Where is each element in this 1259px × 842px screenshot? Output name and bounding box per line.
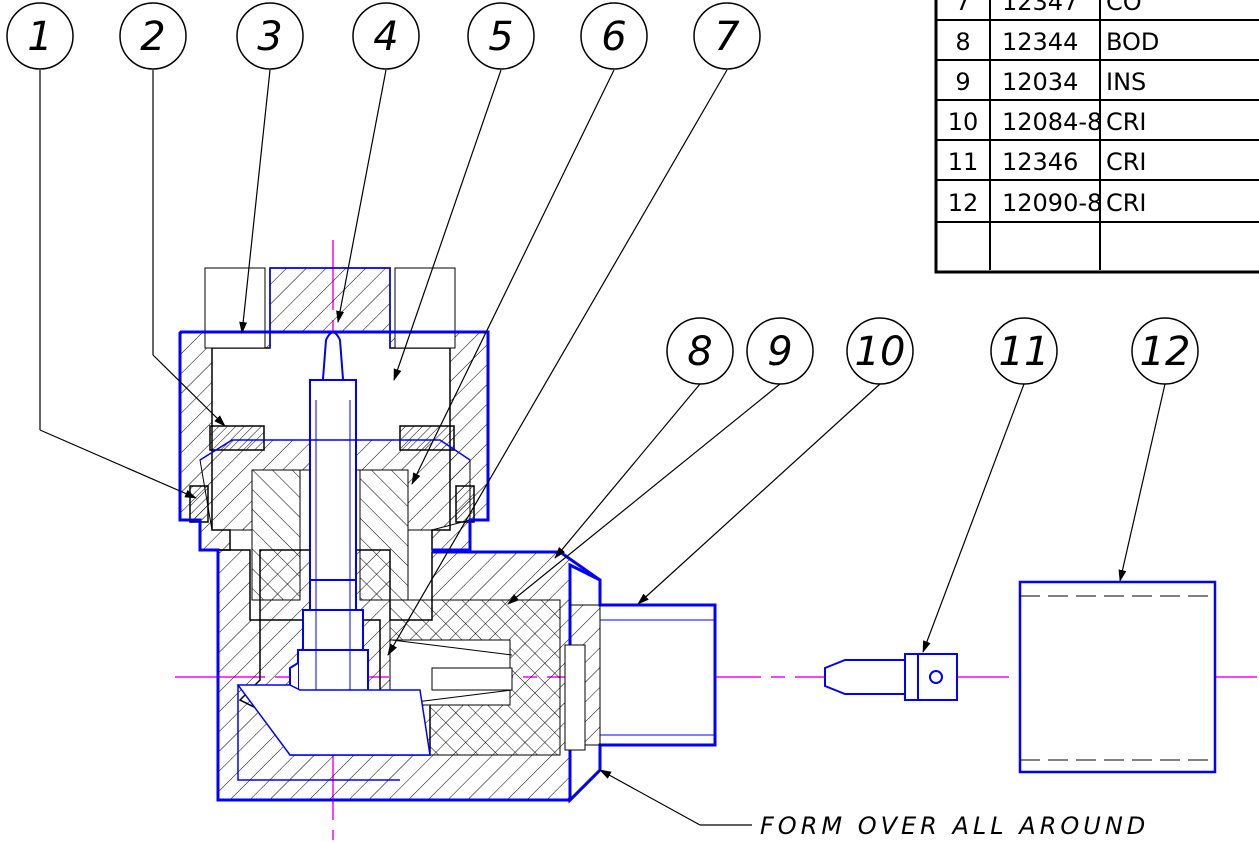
- balloon-7: 7: [693, 2, 761, 70]
- balloon-2: 2: [119, 2, 187, 70]
- table-part-number: 12034: [1002, 68, 1078, 96]
- table-part-number: 12346: [1002, 148, 1078, 176]
- balloon-label: 10: [855, 329, 906, 375]
- table-description: CO: [1106, 0, 1142, 16]
- balloon-4: 4: [352, 2, 420, 70]
- table-item-number: 7: [955, 0, 970, 16]
- contact-pin: [289, 331, 369, 706]
- table-part-number: 12344: [1002, 28, 1078, 56]
- balloon-1: 1: [6, 2, 74, 70]
- balloon-label: 1: [27, 14, 52, 60]
- balloon-label: 6: [601, 14, 626, 60]
- balloon-8: 8: [666, 317, 734, 385]
- balloon-label: 7: [714, 14, 740, 60]
- balloon-5: 5: [467, 2, 535, 70]
- table-row: 7 12347 CO: [955, 0, 1141, 16]
- balloon-label: 11: [999, 329, 1050, 375]
- main-assembly: [178, 267, 717, 804]
- parts-table: 7 12347 CO 8 12344 BOD 9 12034 INS 10 12…: [934, 0, 1259, 274]
- balloon-6: 6: [580, 2, 648, 70]
- balloon-label: 8: [687, 329, 712, 375]
- table-row: 12 12090-8 CRI: [948, 189, 1147, 217]
- gasket-left: [209, 425, 265, 451]
- table-description: BOD: [1106, 28, 1159, 56]
- table-row: 11 12346 CRI: [948, 148, 1147, 176]
- table-item-number: 8: [955, 28, 970, 56]
- balloon-label: 12: [1140, 329, 1191, 375]
- central-insert-right: [359, 469, 409, 601]
- table-row: 10 12084-8 CRI: [948, 108, 1147, 136]
- receptacle-end: [568, 562, 717, 804]
- balloon-10: 10: [846, 317, 914, 385]
- table-item-number: 12: [948, 189, 979, 217]
- table-item-number: 9: [955, 68, 970, 96]
- balloon-label: 4: [373, 14, 398, 60]
- table-description: CRI: [1106, 148, 1147, 176]
- table-part-number: 12090-8: [1002, 189, 1102, 217]
- balloon-label: 9: [767, 329, 792, 375]
- balloon-12: 12: [1131, 317, 1199, 385]
- table-description: CRI: [1106, 108, 1147, 136]
- table-row: 8 12344 BOD: [955, 28, 1159, 56]
- table-item-number: 11: [948, 148, 979, 176]
- balloon-11: 11: [990, 317, 1058, 385]
- o-ring-right: [455, 485, 475, 523]
- central-insert: [251, 469, 301, 601]
- balloon-label: 2: [140, 14, 165, 60]
- gasket-right: [399, 425, 455, 451]
- table-part-number: 12084-8: [1002, 108, 1102, 136]
- balloon-label: 3: [257, 14, 282, 60]
- leader-lines: [39, 69, 1166, 826]
- o-ring-left: [189, 485, 209, 523]
- table-row: 9 12034 INS: [955, 68, 1146, 96]
- table-part-number: 12347: [1002, 0, 1078, 16]
- form-over-note: FORM OVER ALL AROUND: [760, 812, 1149, 840]
- part-11-pin: [824, 653, 958, 701]
- part-12-sleeve: [1018, 580, 1217, 774]
- balloon-3: 3: [236, 2, 304, 70]
- table-description: CRI: [1106, 189, 1147, 217]
- table-item-number: 10: [948, 108, 979, 136]
- table-description: INS: [1106, 68, 1146, 96]
- balloon-label: 5: [488, 14, 513, 60]
- balloon-9: 9: [746, 317, 814, 385]
